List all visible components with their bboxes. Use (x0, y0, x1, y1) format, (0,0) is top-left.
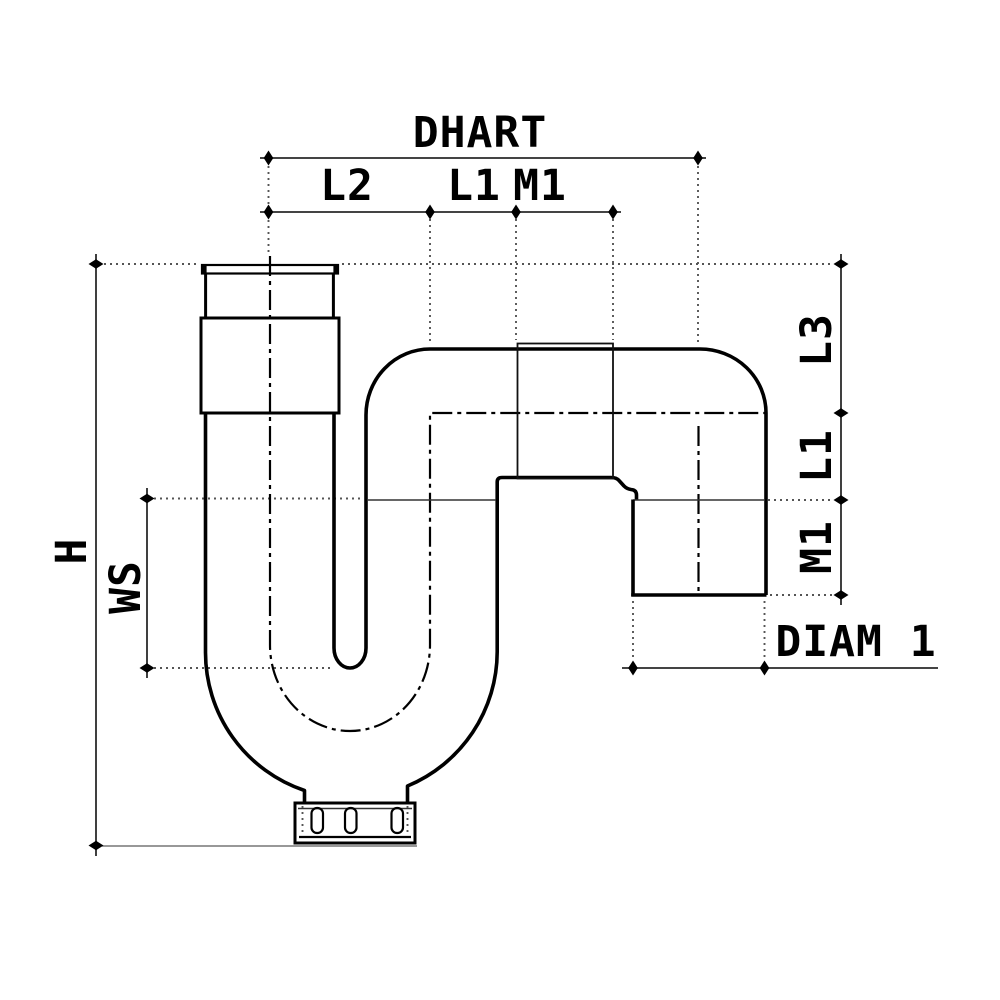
dim-label-l1-top: L1 (447, 161, 501, 211)
bottom-collar (293, 801, 417, 845)
dim-tick (833, 408, 849, 418)
collar-slot (310, 806, 325, 835)
dim-tick (608, 204, 618, 220)
dim-label-m1-top: M1 (513, 161, 567, 211)
dim-tick (88, 840, 104, 851)
dim-tick (263, 204, 274, 220)
dim-tick (833, 259, 849, 269)
bottom-run-and-bowl-right (405, 475, 639, 803)
centerline-layer (268, 256, 765, 733)
dim-label-l2: L2 (320, 161, 374, 211)
dim-tick (425, 204, 435, 220)
partition-top-run-elbow (332, 347, 768, 670)
trap-left-wall-and-bowl (203, 413, 307, 803)
dim-tick (139, 493, 155, 504)
dim-tick (88, 259, 104, 269)
dim-label-l1-right: L1 (792, 429, 842, 483)
dim-tick (139, 663, 155, 673)
dim-tick (833, 495, 849, 505)
dim-tick (693, 150, 703, 166)
dim-label-m1-right: M1 (792, 520, 842, 574)
dim-tick (263, 150, 274, 166)
flow-centerline (268, 256, 765, 733)
dim-label-l3: L3 (792, 313, 842, 367)
inlet-nut (199, 316, 341, 415)
dim-label-h: H (47, 538, 97, 565)
dimension-layer (88, 150, 938, 856)
extension-line-layer (102, 166, 833, 847)
pipe-outline-layer (199, 263, 768, 845)
dim-tick (759, 660, 770, 676)
dim-label-diam1: DIAM 1 (775, 617, 936, 667)
collar-slot (343, 806, 358, 835)
dim-tick (833, 590, 849, 600)
union-nut (516, 342, 614, 480)
dim-tick (628, 660, 638, 676)
label-layer: DHART L2 L1 M1 H WS L3 L1 M1 DIAM 1 (47, 108, 936, 667)
dim-label-ws: WS (101, 560, 151, 614)
collar-slot (390, 806, 405, 835)
dim-label-dhart: DHART (413, 108, 547, 158)
